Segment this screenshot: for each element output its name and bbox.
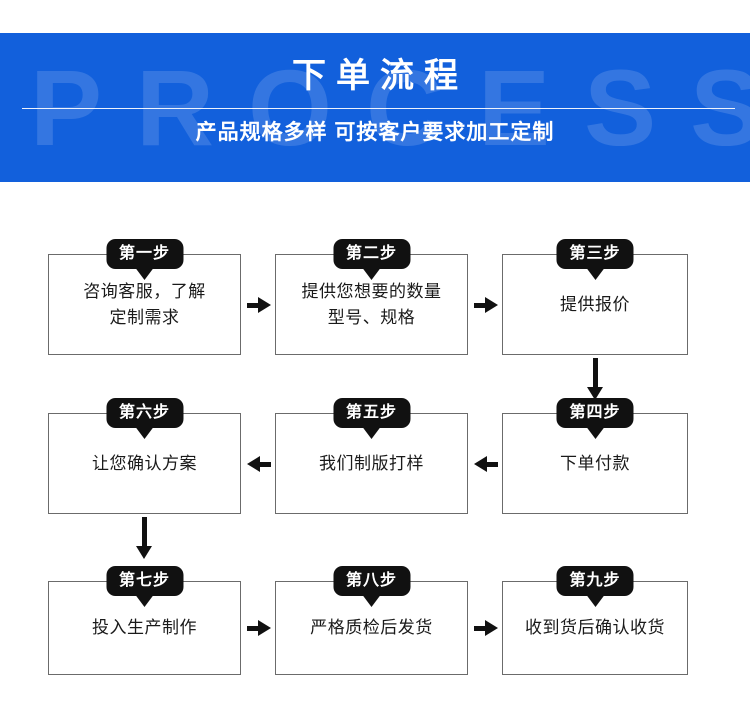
banner-title: 下单流程	[292, 57, 468, 95]
step-text-8-line1: 严格质检后发货	[310, 618, 433, 637]
arrow-step6-to-step7	[136, 517, 152, 559]
arrow-head-right-icon	[258, 620, 271, 636]
step-text-5-line1: 我们制版打样	[319, 453, 424, 473]
step-box-7: 第七步 投入生产制作	[48, 566, 241, 675]
step-text-4: 下单付款	[509, 451, 681, 477]
step-text-2: 提供您想要的数量 型号、规格	[282, 279, 461, 331]
banner-divider	[22, 108, 735, 109]
arrow-step1-to-step2	[247, 297, 271, 313]
banner-watermark-text: PROCESS	[30, 46, 750, 168]
step-badge-6: 第六步	[105, 398, 184, 428]
step-text-1: 咨询客服，了解 定制需求	[55, 279, 234, 331]
arrow-head-right-icon	[258, 297, 271, 313]
step-text-7-line1: 投入生产制作	[92, 618, 197, 637]
step-text-3: 提供报价	[509, 292, 681, 318]
step-text-1-line1: 咨询客服，了解	[83, 281, 206, 301]
step-box-6: 第六步 让您确认方案	[48, 398, 241, 514]
step-box-8: 第八步 严格质检后发货	[275, 566, 468, 675]
step-text-1-line2: 定制需求	[109, 307, 180, 327]
step-text-9-line1: 收到货后确认收货	[525, 618, 665, 637]
arrow-shaft	[247, 302, 258, 308]
step-box-5: 第五步 我们制版打样	[275, 398, 468, 514]
arrow-step5-to-step6	[247, 456, 271, 472]
step-text-4-line1: 下单付款	[560, 453, 630, 473]
step-badge-9: 第九步	[556, 566, 634, 596]
arrow-head-left-icon	[247, 456, 260, 472]
step-text-5: 我们制版打样	[282, 451, 461, 477]
step-text-6: 让您确认方案	[55, 451, 234, 477]
banner-subtitle: 产品规格多样 可按客户要求加工定制	[195, 121, 555, 144]
arrow-head-right-icon	[485, 297, 498, 313]
process-banner: PROCESS 下单流程 产品规格多样 可按客户要求加工定制	[0, 33, 750, 182]
step-badge-1: 第一步	[105, 239, 184, 269]
arrow-step3-to-step4	[587, 358, 603, 400]
step-badge-7: 第七步	[105, 566, 184, 596]
arrow-step4-to-step5	[474, 456, 498, 472]
arrow-step7-to-step8	[247, 620, 271, 636]
step-badge-2: 第二步	[332, 239, 411, 269]
step-box-1: 第一步 咨询客服，了解 定制需求	[48, 239, 241, 355]
step-badge-4: 第四步	[556, 398, 634, 428]
step-badge-3: 第三步	[556, 239, 634, 269]
step-text-8: 严格质检后发货	[282, 615, 461, 641]
arrow-shaft	[592, 358, 598, 387]
step-box-9: 第九步 收到货后确认收货	[502, 566, 688, 675]
arrow-shaft	[247, 625, 258, 631]
arrow-head-down-icon	[587, 387, 603, 400]
step-badge-8: 第八步	[332, 566, 411, 596]
step-text-3-line1: 提供报价	[560, 294, 630, 314]
step-text-7: 投入生产制作	[55, 615, 234, 641]
step-text-6-line1: 让您确认方案	[92, 453, 197, 473]
arrow-head-right-icon	[485, 620, 498, 636]
step-text-2-line1: 提供您想要的数量	[301, 281, 442, 301]
process-flowchart: 第一步 咨询客服，了解 定制需求 第二步 提供您想要的数量 型号、规格 第三步 …	[0, 182, 750, 724]
banner-content: 下单流程 产品规格多样 可按客户要求加工定制	[0, 33, 750, 182]
arrow-head-left-icon	[474, 456, 487, 472]
step-box-4: 第四步 下单付款	[502, 398, 688, 514]
arrow-shaft	[487, 461, 498, 467]
arrow-step2-to-step3	[474, 297, 498, 313]
step-badge-5: 第五步	[332, 398, 411, 428]
step-box-2: 第二步 提供您想要的数量 型号、规格	[275, 239, 468, 355]
arrow-shaft	[141, 517, 147, 546]
arrow-shaft	[260, 461, 271, 467]
arrow-shaft	[474, 625, 485, 631]
arrow-head-down-icon	[136, 546, 152, 559]
step-text-9: 收到货后确认收货	[509, 615, 681, 641]
arrow-step8-to-step9	[474, 620, 498, 636]
step-box-3: 第三步 提供报价	[502, 239, 688, 355]
step-text-2-line2: 型号、规格	[327, 307, 416, 327]
arrow-shaft	[474, 302, 485, 308]
